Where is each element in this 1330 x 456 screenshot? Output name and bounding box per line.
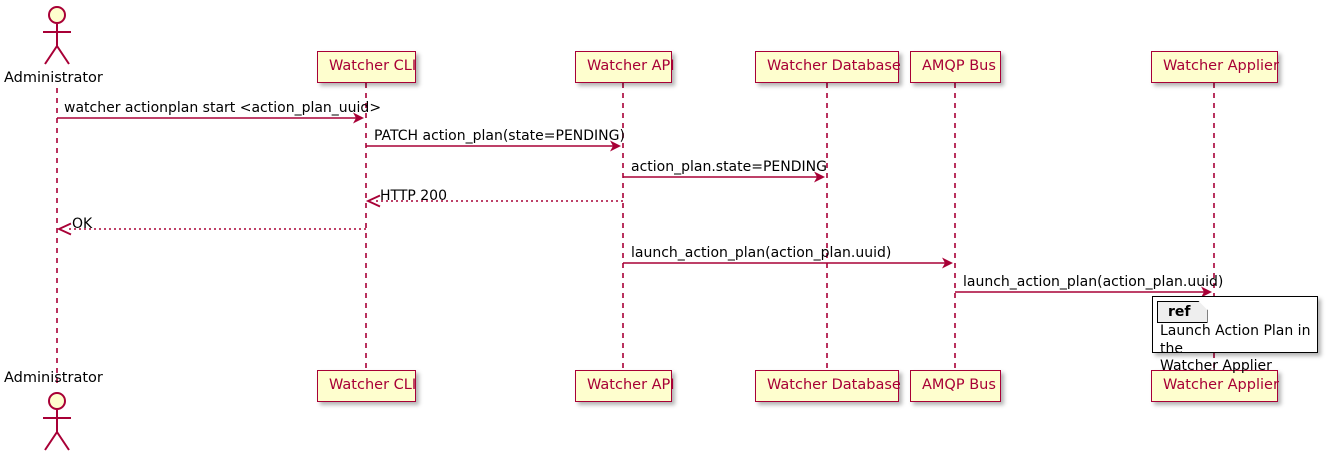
participant-watcher-applier-bottom[interactable]: Watcher Applier (1151, 370, 1279, 402)
actor-head-bottom (48, 392, 66, 410)
msg-launch-action-plan-api-to-bus-arrowhead (942, 257, 953, 269)
message-arrows-group (56, 112, 1212, 298)
actor-leg-right-bottom (56, 431, 70, 451)
actor-stick-figure-top (43, 6, 71, 65)
actor-stick-figure-bottom (43, 392, 71, 451)
msg-watcher-actionplan-start-arrowhead (353, 112, 364, 124)
participant-watcher-cli-bottom[interactable]: Watcher CLI (317, 370, 416, 402)
actor-leg-right-top (56, 45, 70, 65)
participant-watcher-api-top[interactable]: Watcher API (575, 51, 675, 83)
participant-watcher-database-bottom[interactable]: Watcher Database (755, 370, 901, 402)
actor-head-top (48, 6, 66, 24)
msg-action-plan-state-pending-label: action_plan.state=PENDING (631, 159, 827, 175)
msg-patch-action-plan-arrowhead (610, 140, 621, 152)
ref-launch-action-plan-text: Launch Action Plan in the Watcher Applie… (1160, 323, 1311, 374)
actor-label-administrator-bottom: Administrator (4, 370, 103, 386)
msg-watcher-actionplan-start-label: watcher actionplan start <action_plan_uu… (64, 100, 382, 116)
participant-amqp-bus-bottom[interactable]: AMQP Bus (910, 370, 1001, 402)
msg-action-plan-state-pending-arrowhead (814, 171, 825, 183)
participant-amqp-bus-top[interactable]: AMQP Bus (910, 51, 1001, 83)
actor-figures-group (43, 6, 71, 451)
actor-leg-left-bottom (44, 431, 58, 451)
actor-leg-left-top (44, 45, 58, 65)
msg-ok-label: OK (72, 216, 93, 232)
msg-launch-action-plan-api-to-bus-label: launch_action_plan(action_plan.uuid) (631, 245, 892, 261)
participant-watcher-applier-top[interactable]: Watcher Applier (1151, 51, 1279, 83)
participant-watcher-api-bottom[interactable]: Watcher API (575, 370, 675, 402)
participant-watcher-database-top[interactable]: Watcher Database (755, 51, 901, 83)
msg-patch-action-plan-label: PATCH action_plan(state=PENDING) (374, 128, 625, 144)
ref-launch-action-plan-tab-label: ref (1157, 301, 1208, 323)
msg-launch-action-plan-bus-to-applier-arrowhead (1201, 286, 1212, 298)
actor-label-administrator-top: Administrator (4, 70, 103, 86)
msg-launch-action-plan-bus-to-applier-label: launch_action_plan(action_plan.uuid) (963, 274, 1224, 290)
msg-http-200-label: HTTP 200 (380, 188, 447, 204)
participant-watcher-cli-top[interactable]: Watcher CLI (317, 51, 416, 83)
lifelines-group (56, 83, 1215, 388)
msg-ok-arrowhead (56, 222, 72, 236)
msg-http-200-arrowhead (365, 194, 381, 208)
